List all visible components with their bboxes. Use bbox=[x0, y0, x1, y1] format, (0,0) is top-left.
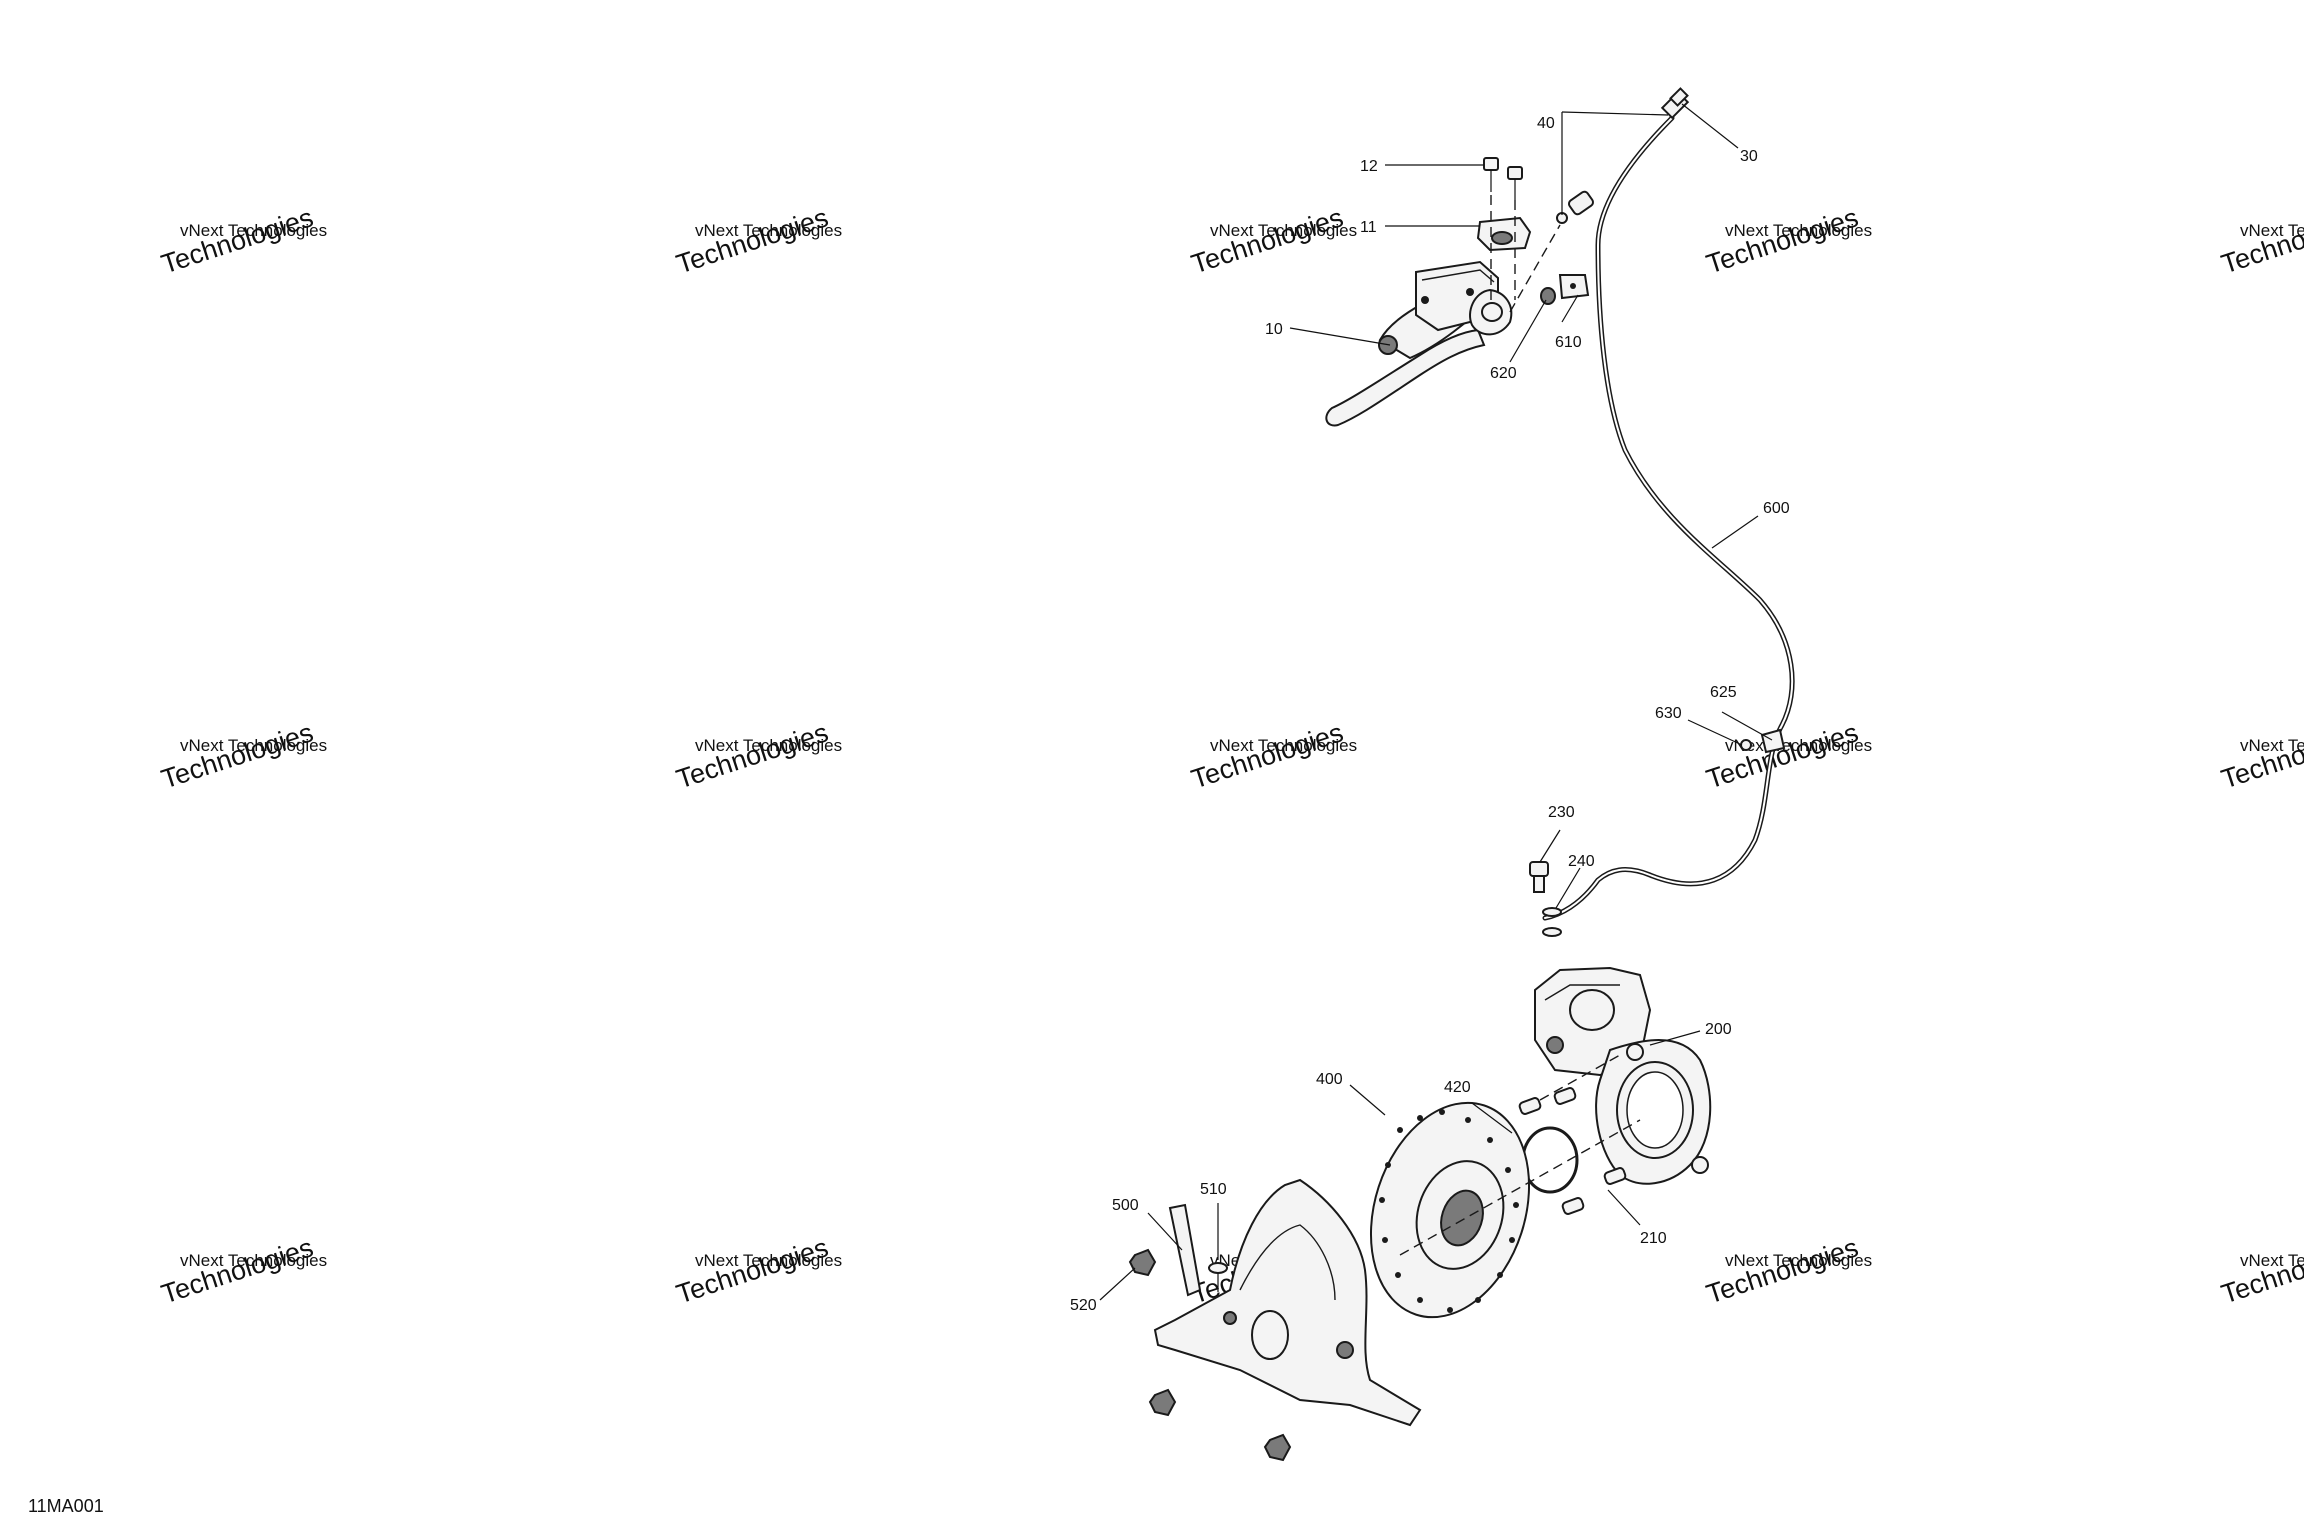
callout-240: 240 bbox=[1568, 853, 1595, 870]
watermark-large: Technologies bbox=[673, 717, 832, 794]
leader-lines bbox=[1099, 103, 1773, 1301]
disc-guard-500 bbox=[1153, 1178, 1422, 1427]
callout-40: 40 bbox=[1537, 115, 1555, 132]
watermark: vNext Technologies bbox=[2240, 221, 2304, 240]
grommet-620 bbox=[1540, 287, 1556, 305]
watermark-large: Technologies bbox=[158, 202, 317, 279]
watermark-large: Technologies bbox=[2218, 202, 2304, 279]
clamp-11 bbox=[1476, 216, 1532, 252]
callout-400: 400 bbox=[1316, 1071, 1343, 1088]
brake-disc-400 bbox=[1369, 1101, 1531, 1319]
watermark: vNext Technologies bbox=[1725, 221, 1872, 240]
watermark: vNext Technologies bbox=[1210, 736, 1357, 755]
callout-500: 500 bbox=[1112, 1197, 1139, 1214]
watermark-large: Technologies bbox=[673, 1232, 832, 1309]
watermark: vNext Technologies bbox=[180, 1251, 327, 1270]
bolts-210 bbox=[1518, 1087, 1627, 1215]
hose-clip-625 bbox=[1740, 728, 1786, 754]
callout-630: 630 bbox=[1655, 705, 1682, 722]
callout-620: 620 bbox=[1490, 365, 1517, 382]
watermark: vNext Technologies bbox=[695, 221, 842, 240]
watermark-large: Technologies bbox=[158, 1232, 317, 1309]
watermark: vNext Technologies bbox=[1210, 221, 1357, 240]
callout-11: 11 bbox=[1360, 219, 1377, 236]
watermark-large: Technologies bbox=[2218, 1232, 2304, 1309]
callout-420: 420 bbox=[1444, 1079, 1471, 1096]
watermark-large: Technologies bbox=[2218, 717, 2304, 794]
callout-510: 510 bbox=[1200, 1181, 1227, 1198]
watermark: vNext Technologies bbox=[2240, 736, 2304, 755]
callout-520: 520 bbox=[1070, 1297, 1097, 1314]
disc-holes bbox=[1379, 1109, 1519, 1313]
nut-520 bbox=[1128, 1248, 1292, 1462]
brake-hose-600 bbox=[1542, 115, 1795, 921]
screws-12 bbox=[1483, 157, 1523, 200]
watermark: vNext Technologies bbox=[1725, 736, 1872, 755]
hose-banjo-fitting bbox=[1556, 190, 1595, 224]
callout-labels: 12 11 10 40 30 610 620 600 625 630 230 2… bbox=[1070, 115, 1790, 1314]
watermark-layer: Technologies vNext Technologies Technolo… bbox=[158, 202, 2304, 1309]
callout-200: 200 bbox=[1705, 1021, 1732, 1038]
callout-625: 625 bbox=[1710, 684, 1737, 701]
callout-600: 600 bbox=[1763, 500, 1790, 517]
watermark-large: Technologies bbox=[158, 717, 317, 794]
hose-clamp-610 bbox=[1558, 274, 1590, 300]
banjo-bolt-230 bbox=[1529, 861, 1549, 893]
watermark-large: Technologies bbox=[1188, 202, 1347, 279]
hose-fitting-30 bbox=[1660, 87, 1690, 120]
watermark: vNext Technologies bbox=[180, 221, 327, 240]
callout-210: 210 bbox=[1640, 1230, 1667, 1247]
watermark-large: Technologies bbox=[1703, 1232, 1862, 1309]
brake-caliper-200 bbox=[1534, 966, 1712, 1185]
diagram-code: 11MA001 bbox=[28, 1496, 104, 1516]
watermark-large: Technologies bbox=[673, 202, 832, 279]
watermark: vNext Technologies bbox=[180, 736, 327, 755]
callout-12: 12 bbox=[1360, 158, 1378, 175]
callout-610: 610 bbox=[1555, 334, 1582, 351]
assembly-lines-bottom bbox=[1399, 1054, 1641, 1256]
washer-240 bbox=[1542, 907, 1562, 937]
watermark: vNext Technologies bbox=[695, 1251, 842, 1270]
callout-10: 10 bbox=[1265, 321, 1283, 338]
master-cylinder-10 bbox=[1325, 260, 1513, 427]
assembly-lines-top bbox=[1490, 195, 1561, 313]
watermark: vNext Technologies bbox=[1725, 1251, 1872, 1270]
callout-30: 30 bbox=[1740, 148, 1758, 165]
watermark-large: Technologies bbox=[1188, 717, 1347, 794]
screw-510 bbox=[1208, 1262, 1228, 1292]
watermark: vNext Technologies bbox=[2240, 1251, 2304, 1270]
watermark-large: Technologies bbox=[1703, 202, 1862, 279]
callout-230: 230 bbox=[1548, 804, 1575, 821]
watermark: vNext Technologies bbox=[695, 736, 842, 755]
